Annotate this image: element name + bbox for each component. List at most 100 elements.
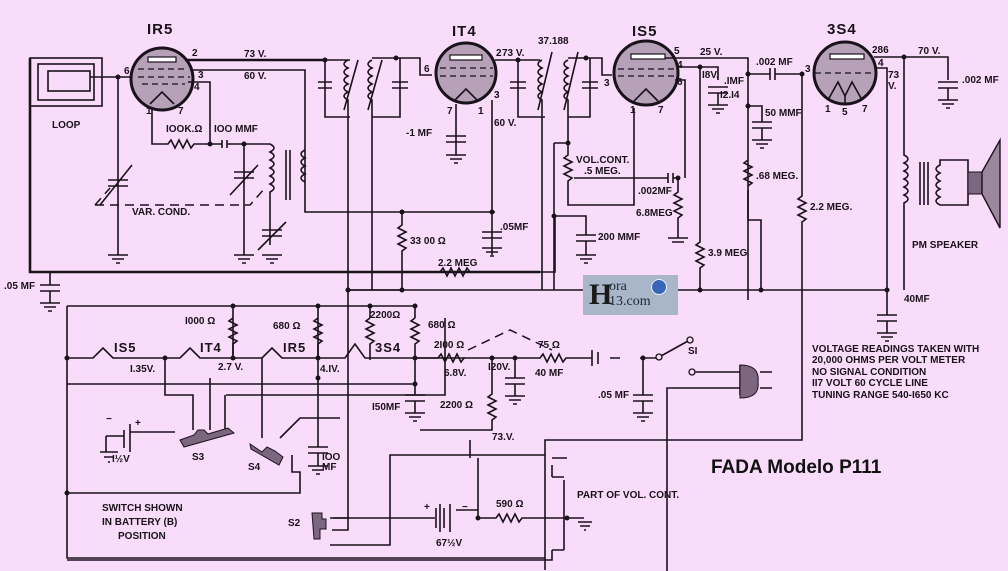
component-label: 2: [496, 48, 502, 59]
component-label: 3S4: [827, 21, 857, 38]
component-label: IS5: [114, 340, 137, 355]
component-label: II7 VOLT 60 CYCLE LINE: [812, 378, 928, 389]
component-label: 4: [878, 58, 884, 69]
component-label: NO SIGNAL CONDITION: [812, 367, 926, 378]
component-label: 2I00 Ω: [434, 340, 464, 351]
wire: [66, 305, 545, 559]
component-label: 6: [424, 64, 430, 75]
loop-label: LOOP: [52, 120, 81, 131]
component-label: I.35V.: [130, 364, 155, 375]
wire: [151, 81, 222, 150]
wire: [348, 289, 887, 291]
wire: [164, 318, 446, 430]
component-label: 33 00 Ω: [410, 236, 446, 247]
component-label: V.: [888, 81, 897, 92]
component-label: 2200Ω: [370, 310, 400, 321]
wire: [333, 440, 564, 532]
component-label: IOO: [322, 452, 341, 463]
logo-line1: ora: [609, 279, 627, 294]
wire: [138, 68, 190, 85]
component-label: 25 V.: [700, 47, 723, 58]
wire: [874, 67, 888, 290]
component-label: VOL.CONT.: [576, 155, 630, 166]
wire: [695, 365, 772, 395]
switch-s3: [179, 427, 236, 448]
wire: [630, 53, 666, 60]
component-label: 67½V: [436, 538, 462, 549]
component-label: 2.7 V.: [218, 362, 243, 373]
logo-glyph: H: [589, 278, 613, 311]
wire: [318, 59, 350, 118]
junction-dot: [688, 368, 696, 376]
wire: [449, 54, 483, 61]
junction-dot: [515, 57, 521, 63]
wire: [829, 53, 865, 60]
component-label: 7: [178, 106, 184, 117]
component-label: 20,000 OHMS PER VOLT METER: [812, 355, 966, 366]
junction-dot: [322, 57, 328, 63]
frame-wire: [28, 58, 540, 274]
component-label: 4.IV.: [320, 364, 340, 375]
component-label: 37.188: [538, 36, 569, 47]
component-label: 6.8V.: [444, 368, 467, 379]
wire: [372, 57, 432, 118]
wire: [227, 317, 421, 360]
component-label: 3.9 MEG: [708, 248, 748, 259]
component-label: IR5: [283, 340, 306, 355]
component-label: 590 Ω: [496, 499, 523, 510]
component-label: I50MF: [372, 402, 400, 413]
component-label: 5: [674, 46, 680, 57]
component-label: .05 MF: [598, 390, 629, 401]
component-label: I20V.: [488, 362, 511, 373]
component-label: 7: [862, 104, 868, 115]
component-label: 60 V.: [244, 71, 267, 82]
component-label: 1: [825, 104, 831, 115]
loop-antenna: LOOP: [29, 57, 103, 131]
switch-s1: [660, 340, 689, 357]
wire: [742, 159, 754, 187]
junction-dot: [583, 55, 589, 61]
component-label: 73: [888, 70, 900, 81]
component-label: 2.2 MEG: [438, 258, 478, 269]
wire: [149, 90, 175, 105]
wire: [668, 178, 688, 243]
component-label: 6: [677, 77, 683, 88]
wire: [405, 358, 425, 422]
osc-coil: [244, 143, 307, 245]
junction-dot: [64, 355, 70, 361]
wire: [747, 190, 762, 290]
component-label: 680 Ω: [273, 321, 300, 332]
junction-dot: [129, 46, 195, 112]
component-label: VOLTAGE READINGS TAKEN WITH: [812, 344, 979, 355]
component-label: 75 Ω: [538, 340, 560, 351]
wire: [439, 216, 556, 278]
wire: [553, 108, 668, 290]
component-label: .002 MF: [756, 57, 793, 68]
wire: [67, 358, 340, 494]
wire: [633, 87, 659, 102]
junction-dot: [475, 515, 481, 521]
wire: [874, 56, 958, 109]
wire: [396, 212, 408, 290]
component-label: I½V: [112, 454, 130, 465]
var-cond-ganging: [94, 187, 266, 206]
wire: [748, 105, 772, 149]
junction-dot: [489, 209, 495, 215]
wire: [748, 68, 802, 80]
if-transformer-1: [343, 59, 383, 290]
tube-3s4: 3S4 3 286 4 1 5 7: [805, 21, 889, 118]
logo-line2: 13.com: [609, 294, 651, 309]
component-label: -1 MF: [406, 128, 432, 139]
tube-1s5: IS5 3 5 4 6 1 7: [604, 23, 683, 116]
component-label: .05 MF: [4, 281, 35, 292]
component-label: .05MF: [500, 222, 528, 233]
wire: [694, 67, 706, 290]
junction-dot: [230, 303, 236, 309]
schematic-title: FADA Modelo P111: [711, 457, 882, 478]
wire: [467, 329, 553, 351]
component-label: 60 V.: [494, 118, 517, 129]
component-label: 4: [194, 82, 200, 93]
component-label: MF: [322, 462, 336, 473]
component-label: 286: [872, 45, 889, 56]
junction-dot: [564, 515, 570, 521]
